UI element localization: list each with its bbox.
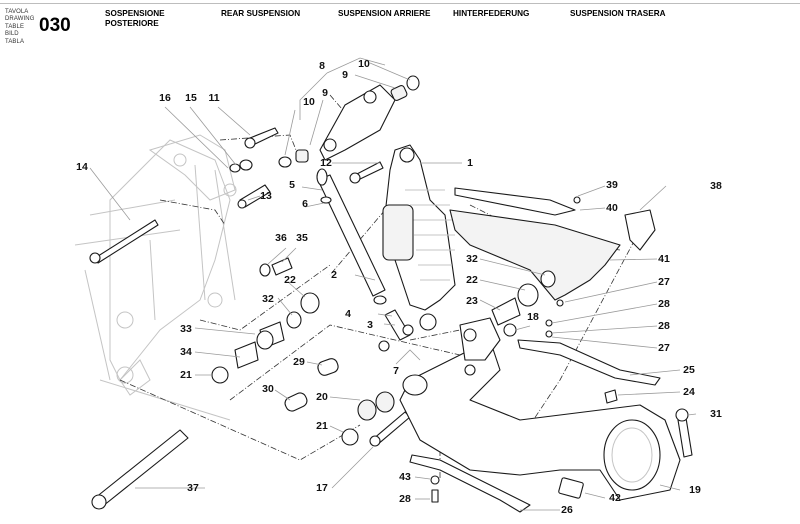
swingarm xyxy=(399,317,693,513)
callout-30: 30 xyxy=(262,383,274,395)
callout-17: 17 xyxy=(316,482,328,494)
callout-43: 43 xyxy=(399,471,411,483)
callout-14: 14 xyxy=(76,161,88,173)
rocker-arm xyxy=(278,75,420,168)
callout-22: 22 xyxy=(466,274,478,286)
leader-lines xyxy=(89,57,697,511)
title-spanish: SUSPENSION TRASERA xyxy=(570,9,666,18)
table-label: TAVOLA xyxy=(5,9,29,15)
bushes-centre xyxy=(211,257,411,447)
header-rule xyxy=(0,3,800,4)
shock-absorber xyxy=(382,144,456,331)
axle xyxy=(91,429,189,510)
callout-22: 22 xyxy=(284,274,296,286)
table-number: 030 xyxy=(39,15,71,36)
callout-4: 4 xyxy=(345,308,351,320)
title-italian: SOSPENSIONE POSTERIORE xyxy=(105,9,165,29)
callout-12: 12 xyxy=(320,157,332,169)
callout-15: 15 xyxy=(185,92,197,104)
callout-28: 28 xyxy=(399,493,411,505)
callout-32: 32 xyxy=(466,253,478,265)
callout-42: 42 xyxy=(609,492,621,504)
callout-23: 23 xyxy=(466,295,478,307)
callout-21: 21 xyxy=(180,369,192,381)
callout-27: 27 xyxy=(658,342,670,354)
callout-25: 25 xyxy=(683,364,695,376)
title-french: SUSPENSION ARRIERE xyxy=(338,9,431,18)
callout-21: 21 xyxy=(316,420,328,432)
callout-19: 19 xyxy=(689,484,701,496)
callout-38: 38 xyxy=(710,180,722,192)
chain-guard xyxy=(449,187,661,404)
title-german: HINTERFEDERUNG xyxy=(453,9,530,18)
callout-9: 9 xyxy=(322,87,328,99)
callout-1: 1 xyxy=(467,157,473,169)
callout-18: 18 xyxy=(527,311,539,323)
callout-29: 29 xyxy=(293,356,305,368)
table-label: BILD xyxy=(5,31,19,38)
callout-16: 16 xyxy=(159,92,171,104)
assembly-lines xyxy=(119,94,641,480)
callout-37: 37 xyxy=(187,482,199,494)
table-label: TABLE xyxy=(5,23,25,30)
callout-20: 20 xyxy=(316,391,328,403)
callout-5: 5 xyxy=(289,179,295,191)
callout-6: 6 xyxy=(302,198,308,210)
callout-31: 31 xyxy=(710,408,722,420)
tie-rod xyxy=(316,168,414,352)
callout-8: 8 xyxy=(319,60,325,72)
title-italian-line1: SOSPENSIONE xyxy=(105,9,165,18)
callout-36: 36 xyxy=(275,232,287,244)
table-label: TABLA xyxy=(5,38,25,45)
callout-28: 28 xyxy=(658,298,670,310)
callout-2: 2 xyxy=(331,269,337,281)
callout-9: 9 xyxy=(342,69,348,81)
callout-13: 13 xyxy=(260,190,272,202)
callout-35: 35 xyxy=(296,232,308,244)
callout-28: 28 xyxy=(658,320,670,332)
title-english: REAR SUSPENSION xyxy=(221,9,301,18)
callout-7: 7 xyxy=(393,365,399,377)
callout-26: 26 xyxy=(561,504,573,516)
table-labels: TAVOLA DRAWING TABLE BILD TABLA xyxy=(5,9,34,46)
callout-33: 33 xyxy=(180,323,192,335)
callout-10: 10 xyxy=(358,58,370,70)
table-label: DRAWING xyxy=(5,16,35,23)
callout-39: 39 xyxy=(606,179,618,191)
callout-40: 40 xyxy=(606,202,618,214)
callout-10: 10 xyxy=(303,96,315,108)
callout-24: 24 xyxy=(683,386,695,398)
callout-34: 34 xyxy=(180,346,192,358)
callout-41: 41 xyxy=(658,253,670,265)
callout-27: 27 xyxy=(658,276,670,288)
fasteners-left xyxy=(89,127,384,264)
callout-11: 11 xyxy=(208,92,220,104)
callout-32: 32 xyxy=(262,293,274,305)
title-italian-line2: POSTERIORE xyxy=(105,19,159,28)
callout-3: 3 xyxy=(367,319,373,331)
